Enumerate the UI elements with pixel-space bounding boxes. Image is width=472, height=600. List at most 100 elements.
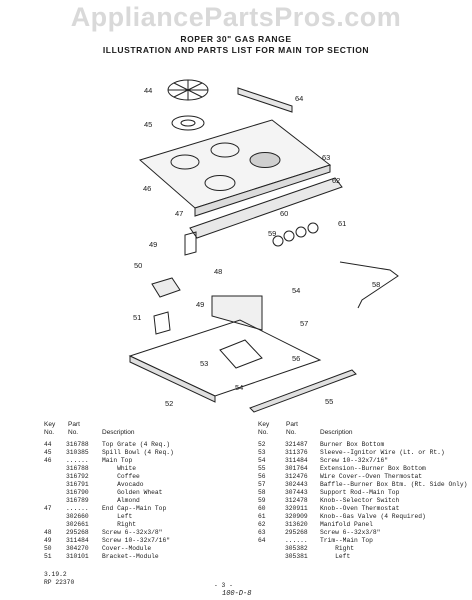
key-header: Key xyxy=(44,421,56,428)
key-header-no: No. xyxy=(258,429,269,436)
callout-59: 59 xyxy=(268,229,276,238)
table-row: 316792 Coffee xyxy=(44,473,234,481)
key-cell: 51 xyxy=(44,553,52,560)
module-cover-drawing xyxy=(151,277,181,298)
callout-56: 56 xyxy=(292,354,300,363)
key-cell: 50 xyxy=(44,545,52,552)
part-header: Part xyxy=(286,421,298,428)
description-cell: Top Grate (4 Req.) xyxy=(102,441,171,448)
part-number-cell: 302661 xyxy=(66,521,89,528)
parts-list-header: Key No. Part No. Description xyxy=(258,421,468,441)
description-cell: Golden Wheat xyxy=(102,489,163,496)
burner-box-bottom-side xyxy=(129,355,216,403)
description-cell: Left xyxy=(320,553,351,560)
callout-58: 58 xyxy=(372,280,380,289)
part-number-cell: 320911 xyxy=(285,505,308,512)
callout-51: 51 xyxy=(133,313,141,322)
part-number-cell: 316792 xyxy=(66,473,89,480)
description-cell: Right xyxy=(320,545,355,552)
part-number-cell: 295268 xyxy=(285,529,308,536)
description-cell: Support Rod--Main Top xyxy=(320,489,400,496)
callout-63: 63 xyxy=(322,153,330,162)
grate-spoke xyxy=(173,82,203,98)
description-cell: Burner Box Bottom xyxy=(320,441,385,448)
description-cell: Knob--Gas Valve (4 Required) xyxy=(320,513,426,520)
callout-52: 52 xyxy=(165,399,173,408)
callout-64: 64 xyxy=(295,94,303,103)
burner-opening-3 xyxy=(204,175,236,191)
table-row: 60 320911 Knob--Oven Thermostat xyxy=(258,505,468,513)
part-number-cell: 316791 xyxy=(66,481,89,488)
table-row: 47......End Cap--Main Top xyxy=(44,505,234,513)
description-cell: Screw 10--32x7/16" xyxy=(102,537,171,544)
part-number-cell: 316789 xyxy=(66,497,89,504)
callout-50: 50 xyxy=(134,261,142,270)
table-row: 316789 Almond xyxy=(44,497,234,505)
description-cell: Bracket--Module xyxy=(102,553,159,560)
part-number-cell: 305381 xyxy=(285,553,308,560)
part-number-cell: 313620 xyxy=(285,521,308,528)
key-cell: 46 xyxy=(44,457,52,464)
description-cell: Screw 6--32x3/8" xyxy=(320,529,381,536)
key-cell: 45 xyxy=(44,449,52,456)
key-cell: 47 xyxy=(44,505,52,512)
gas-knob-drawing xyxy=(307,222,319,234)
gas-knob-drawing xyxy=(295,226,307,238)
callout-labels: 44 45 46 47 48 49 49 50 51 52 53 54 54 5… xyxy=(133,86,380,408)
description-cell: Baffle--Burner Box Btm. (Rt. Side Only) xyxy=(320,481,468,488)
description-cell: Cover--Module xyxy=(102,545,152,552)
key-cell: 49 xyxy=(44,537,52,544)
part-number-cell: 305382 xyxy=(285,545,308,552)
key-cell: 58 xyxy=(258,489,266,496)
end-cap-drawing xyxy=(184,231,197,256)
footer-doc-number: RP 22370 xyxy=(44,579,75,586)
part-number-cell: 304270 xyxy=(66,545,89,552)
baffle-drawing xyxy=(211,295,263,331)
trim-drawing xyxy=(237,87,293,113)
key-cell: 52 xyxy=(258,441,266,448)
footer-revision: 3.19.2 xyxy=(44,571,67,578)
key-cell: 60 xyxy=(258,505,266,512)
part-number-cell: 316788 xyxy=(66,465,89,472)
description-cell: Screw 10--32x7/16" xyxy=(320,457,389,464)
table-row: 49 311484 Screw 10--32x7/16" xyxy=(44,537,234,545)
part-number-cell: 321487 xyxy=(285,441,308,448)
table-row: 316790 Golden Wheat xyxy=(44,489,234,497)
callout-61: 61 xyxy=(338,219,346,228)
description-cell: Screw 6--32x3/8" xyxy=(102,529,163,536)
callout-45: 45 xyxy=(144,120,152,129)
callout-60: 60 xyxy=(280,209,288,218)
part-number-cell: 310101 xyxy=(66,553,89,560)
callout-47: 47 xyxy=(175,209,183,218)
thermostat-knob-drawing xyxy=(283,230,295,242)
selector-knob-drawing xyxy=(272,235,284,247)
part-number-cell: 310385 xyxy=(66,449,89,456)
description-cell: Knob--Oven Thermostat xyxy=(320,505,400,512)
part-number-cell: 301764 xyxy=(285,465,308,472)
description-cell: Manifold Panel xyxy=(320,521,373,528)
part-number-cell: 316790 xyxy=(66,489,89,496)
key-cell: 59 xyxy=(258,497,266,504)
table-row: 51 310101 Bracket--Module xyxy=(44,553,234,561)
part-number-cell: ...... xyxy=(66,505,89,512)
parts-list-header: Key No. Part No. Description xyxy=(44,421,234,441)
part-number-cell: 311484 xyxy=(66,537,89,544)
key-cell: 56 xyxy=(258,473,266,480)
key-cell: 62 xyxy=(258,521,266,528)
description-cell: Main Top xyxy=(102,457,133,464)
spill-bowl-inner xyxy=(180,119,196,127)
footer-code: 100-D-8 xyxy=(222,590,252,598)
callout-54b: 54 xyxy=(235,383,243,392)
description-cell: Extension--Burner Box Bottom xyxy=(320,465,426,472)
key-cell: 55 xyxy=(258,465,266,472)
watermark: AppliancePartsPros.com xyxy=(70,2,402,32)
callout-62: 62 xyxy=(332,176,340,185)
